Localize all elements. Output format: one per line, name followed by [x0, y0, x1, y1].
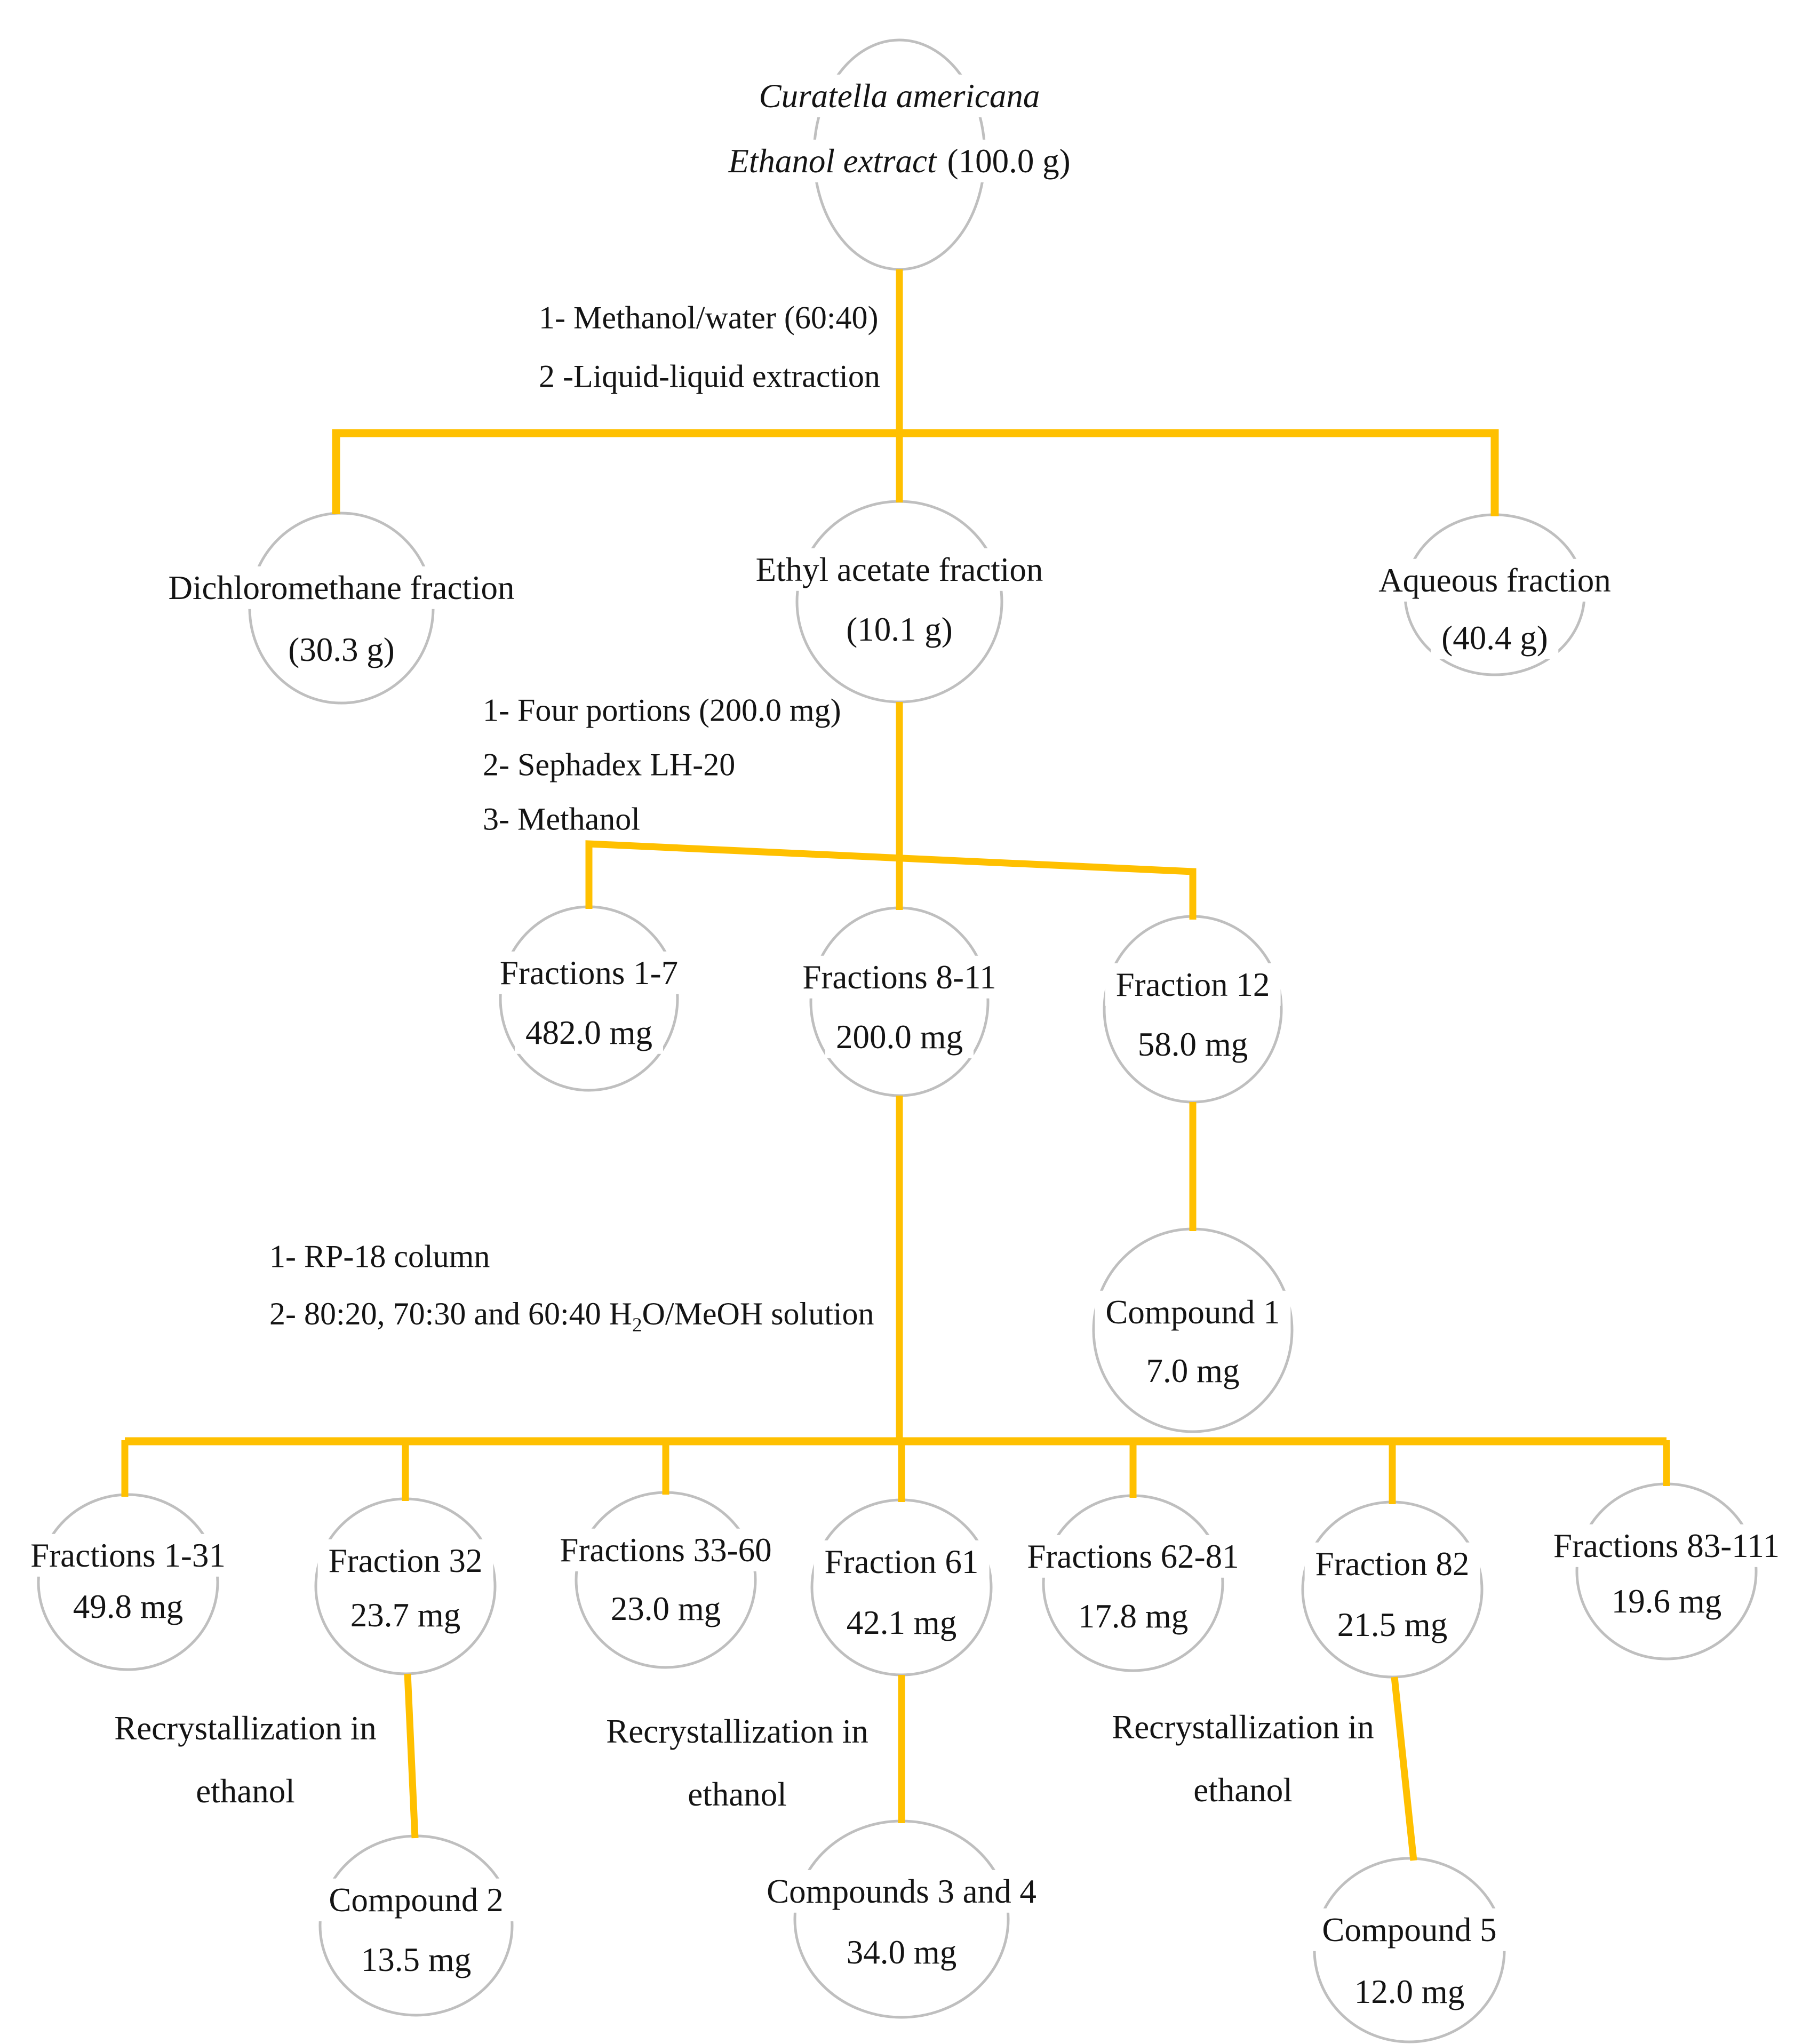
fractions-83-111-name: Fractions 83-111 [1542, 1524, 1791, 1568]
root-node-amount-italic: Ethanol extract [728, 142, 937, 180]
fractions-1-7-amount: 482.0 mg [514, 1011, 664, 1055]
fractions-33-60-name: Fractions 33-60 [549, 1528, 783, 1572]
ethyl-acetate-name: Ethyl acetate fraction [745, 548, 1054, 592]
recrystallization-left-line1: Recrystallization in [103, 1706, 387, 1750]
compound-5-amount: 12.0 mg [1343, 1970, 1476, 2014]
fraction-32-ellipse [314, 1497, 497, 1675]
compounds-3-4-ellipse [793, 1819, 1010, 2019]
fraction-12-ellipse [1103, 915, 1283, 1104]
recrystallization-mid-line2: ethanol [677, 1772, 798, 1816]
recrystallization-mid-line1: Recrystallization in [595, 1710, 879, 1753]
recrystallization-left-line2: ethanol [185, 1769, 306, 1813]
compound-2-amount: 13.5 mg [350, 1938, 482, 1982]
process3-step2-suffix: O/MeOH solution [642, 1296, 874, 1332]
dichloromethane-name: Dichloromethane fraction [157, 566, 525, 610]
fractions-83-111-ellipse [1575, 1482, 1758, 1660]
compound-5-name: Compound 5 [1311, 1908, 1508, 1952]
fraction-32-name: Fraction 32 [317, 1539, 493, 1583]
fractions-1-7-ellipse [499, 905, 679, 1092]
fractions-1-31-ellipse [37, 1493, 219, 1671]
recrystallization-right-line1: Recrystallization in [1101, 1705, 1385, 1749]
fraction-61-ellipse [810, 1498, 993, 1676]
process3-step2-subscript: 2 [632, 1314, 642, 1337]
process1-step2-label: 2 -Liquid-liquid extraction [539, 357, 888, 396]
fractions-8-11-amount: 200.0 mg [825, 1015, 974, 1059]
compound-2-name: Compound 2 [318, 1878, 514, 1922]
process3-step2-label: 2- 80:20, 70:30 and 60:40 H2O/MeOH solut… [269, 1295, 882, 1338]
aqueous-amount: (40.4 g) [1431, 616, 1559, 660]
fractions-62-81-amount: 17.8 mg [1067, 1594, 1199, 1638]
fraction-61-name: Fraction 61 [814, 1540, 990, 1584]
ethyl-acetate-ellipse [795, 500, 1003, 704]
process3-step2-prefix: 2- 80:20, 70:30 and 60:40 H [269, 1296, 632, 1332]
fraction-82-amount: 21.5 mg [1326, 1603, 1458, 1647]
fraction-61-amount: 42.1 mg [835, 1601, 968, 1644]
fractions-33-60-amount: 23.0 mg [600, 1587, 732, 1631]
compounds-3-4-amount: 34.0 mg [835, 1930, 968, 1974]
compound-2-ellipse [318, 1834, 514, 2017]
fractions-1-31-amount: 49.8 mg [62, 1585, 194, 1628]
aqueous-name: Aqueous fraction [1368, 558, 1622, 602]
fractions-62-81-ellipse [1042, 1494, 1224, 1672]
fraction-82-ellipse [1301, 1500, 1484, 1679]
fraction-12-amount: 58.0 mg [1127, 1023, 1259, 1066]
root-node-name: Curatella americana [748, 74, 1051, 118]
process2-step2-label: 2- Sephadex LH-20 [483, 745, 743, 785]
compound-1-amount: 7.0 mg [1135, 1349, 1250, 1393]
connector-fraction82-compound5 [1391, 1676, 1417, 1861]
fractions-83-111-amount: 19.6 mg [1600, 1579, 1733, 1623]
process2-step1-label: 1- Four portions (200.0 mg) [483, 691, 849, 730]
process3-step1-label: 1- RP-18 column [269, 1237, 498, 1276]
compound-1-name: Compound 1 [1095, 1290, 1291, 1334]
dichloromethane-amount: (30.3 g) [277, 628, 405, 672]
recrystallization-right-line2: ethanol [1183, 1768, 1303, 1812]
process1-step1-label: 1- Methanol/water (60:40) [539, 298, 886, 338]
connector-fraction32-compound2 [404, 1673, 419, 1839]
process2-step3-label: 3- Methanol [483, 800, 648, 839]
fractions-8-11-ellipse [809, 906, 990, 1097]
fraction-82-name: Fraction 82 [1304, 1542, 1480, 1586]
fractions-8-11-name: Fractions 8-11 [792, 955, 1007, 999]
ethyl-acetate-amount: (10.1 g) [835, 608, 963, 651]
connector-branch-level1 [332, 429, 1499, 516]
fractions-33-60-ellipse [575, 1491, 757, 1669]
fractions-1-7-name: Fractions 1-7 [489, 951, 689, 995]
compounds-3-4-name: Compounds 3 and 4 [756, 1870, 1047, 1913]
fraction-32-amount: 23.7 mg [339, 1593, 472, 1637]
root-node-amount-plain: (100.0 g) [947, 142, 1071, 180]
fraction-12-name: Fraction 12 [1105, 963, 1281, 1007]
connector-branch-level2 [585, 840, 1197, 920]
root-node-amount: Ethanol extract (100.0 g) [717, 139, 1081, 183]
fractions-1-31-name: Fractions 1-31 [20, 1534, 236, 1577]
fractions-62-81-name: Fractions 62-81 [1016, 1535, 1250, 1578]
